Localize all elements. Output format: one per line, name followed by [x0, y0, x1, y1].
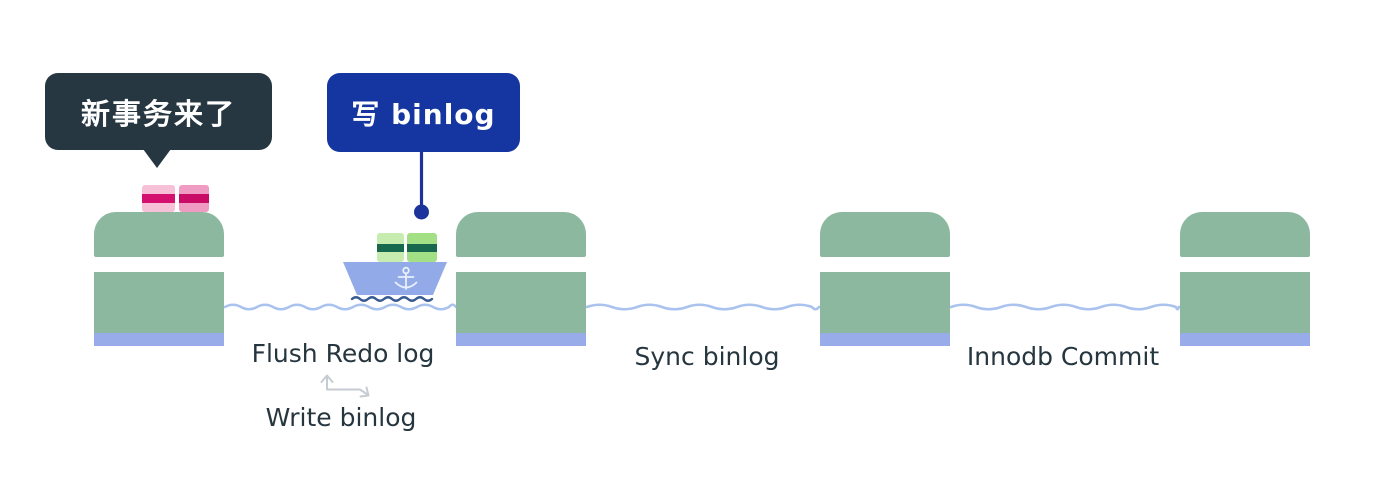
dock-pier-cap: [94, 212, 224, 257]
binlog-cargo-stripe: [407, 244, 437, 252]
dock-pier-base: [1180, 333, 1310, 346]
anchor-icon: [394, 266, 418, 290]
water-wave-segment-3: [949, 303, 1181, 311]
dock-pier-4: [1180, 212, 1310, 346]
dock-pier-cap: [820, 212, 950, 257]
water-wave-segment-1: [223, 303, 458, 311]
label-sync-binlog: Sync binlog: [634, 342, 780, 371]
dock-pier-body: [94, 272, 224, 333]
boat-hull: [343, 262, 447, 295]
transaction-block-2: [179, 185, 209, 212]
speech-bubble-new-transaction: 新事务来了: [45, 73, 272, 150]
binlog-cargo-block-1: [377, 233, 404, 262]
callout-connector-dot: [414, 204, 429, 220]
transaction-block-stripe: [142, 194, 175, 203]
dock-pier-body: [456, 272, 586, 333]
binlog-cargo-block-2: [407, 233, 437, 262]
dock-pier-body: [820, 272, 950, 333]
dock-pier-1: [94, 212, 224, 346]
swap-arrow-icon: [320, 374, 370, 398]
dock-pier-base: [94, 333, 224, 346]
transaction-block-stripe: [179, 194, 209, 203]
callout-write-binlog: 写 binlog: [327, 73, 520, 152]
binlog-cargo-stripe: [377, 244, 404, 252]
dock-pier-body: [1180, 272, 1310, 333]
label-flush-redo-log: Flush Redo log: [251, 339, 435, 368]
label-innodb-commit: Innodb Commit: [966, 342, 1160, 371]
speech-bubble-tail: [143, 149, 171, 168]
label-write-binlog: Write binlog: [265, 403, 417, 432]
water-wave-segment-2: [585, 303, 821, 311]
callout-write-binlog-text: 写 binlog: [351, 97, 496, 131]
dock-pier-base: [456, 333, 586, 346]
speech-bubble-new-transaction-text: 新事务来了: [80, 96, 236, 131]
dock-pier-cap: [456, 212, 586, 257]
dock-pier-base: [820, 333, 950, 346]
transaction-block-1: [142, 185, 175, 212]
dock-pier-2: [456, 212, 586, 346]
dock-pier-cap: [1180, 212, 1310, 257]
boat-wake-wave: [350, 296, 434, 302]
dock-pier-3: [820, 212, 950, 346]
